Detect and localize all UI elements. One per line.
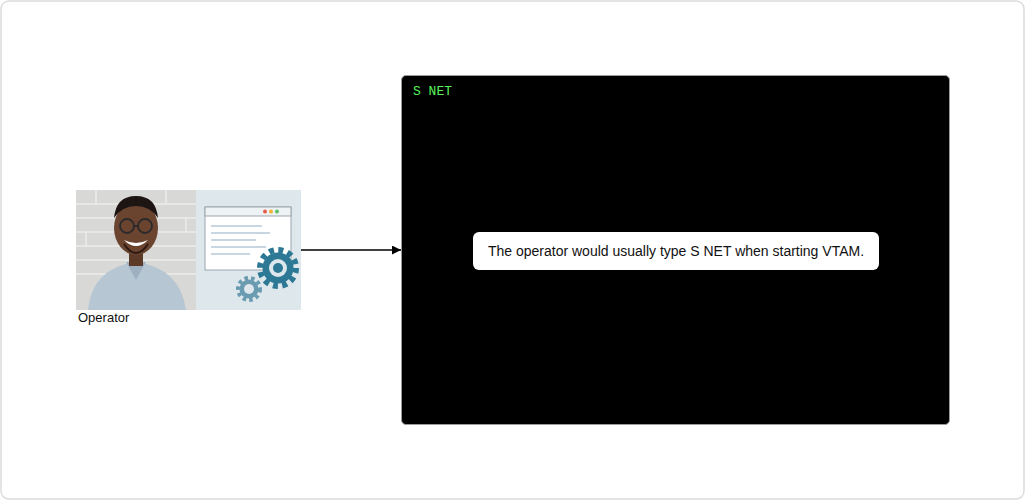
- terminal-screen: S NET The operator would usually type S N…: [401, 75, 950, 425]
- callout-text: The operator would usually type S NET wh…: [473, 232, 879, 270]
- callout-box: The operator would usually type S NET wh…: [473, 232, 879, 270]
- actor-image: Operator: [76, 190, 301, 310]
- operator-photo: [76, 190, 196, 310]
- settings-illustration: [196, 190, 301, 310]
- terminal-command: S NET: [413, 84, 452, 100]
- flow-arrow: [301, 249, 401, 250]
- actor-label: Operator: [78, 310, 129, 326]
